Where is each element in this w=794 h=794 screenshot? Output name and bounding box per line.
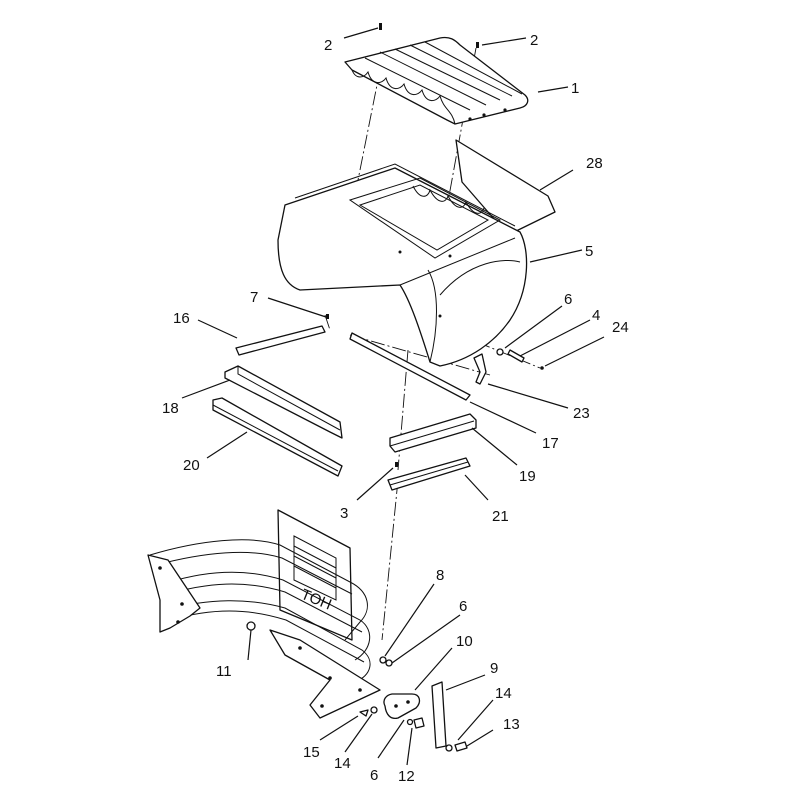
screw-part-2b xyxy=(476,42,479,48)
callout-6a: 6 xyxy=(564,291,572,308)
callout-7: 7 xyxy=(250,289,258,306)
angle-strip-part-18 xyxy=(224,365,343,439)
fastener-group-middle xyxy=(379,656,393,667)
callout-11: 11 xyxy=(216,663,232,680)
link-plate-part-10 xyxy=(383,693,421,720)
bar-part-9 xyxy=(431,681,447,749)
callout-18: 18 xyxy=(162,400,179,417)
callout-14a: 14 xyxy=(495,685,512,702)
callout-9: 9 xyxy=(490,660,498,677)
main-housing-part xyxy=(277,163,528,367)
pin-part-7 xyxy=(326,314,329,319)
strip-part-17 xyxy=(349,332,471,401)
callout-labels: 2 2 1 28 5 7 16 6 4 24 18 23 17 20 19 3 … xyxy=(162,32,629,785)
bracket-strip-part-19 xyxy=(389,413,477,453)
callout-3: 3 xyxy=(340,505,348,522)
callout-19: 19 xyxy=(519,468,536,485)
frame-assembly: TOH xyxy=(147,509,381,719)
fastener-group-lower xyxy=(359,706,468,752)
callout-14b: 14 xyxy=(334,755,351,772)
callout-5: 5 xyxy=(585,243,593,260)
top-screen-part xyxy=(344,36,529,125)
callout-2a: 2 xyxy=(324,37,332,54)
callout-20: 20 xyxy=(183,457,200,474)
callout-6b: 6 xyxy=(459,598,467,615)
callout-17: 17 xyxy=(542,435,559,452)
callout-2b: 2 xyxy=(530,32,538,49)
callout-6c: 6 xyxy=(370,767,378,784)
callout-4: 4 xyxy=(592,307,600,324)
callout-13: 13 xyxy=(503,716,520,733)
callout-23: 23 xyxy=(573,405,590,422)
callout-24: 24 xyxy=(612,319,629,336)
channel-strip-part-20 xyxy=(212,397,343,477)
leader-lines xyxy=(181,27,605,766)
callout-12: 12 xyxy=(398,768,415,785)
channel-strip-part-21 xyxy=(387,457,471,491)
callout-21: 21 xyxy=(492,508,509,525)
callout-8: 8 xyxy=(436,567,444,584)
callout-28: 28 xyxy=(586,155,603,172)
pin-part-3 xyxy=(395,462,398,467)
callout-15: 15 xyxy=(303,744,320,761)
nut-part-11 xyxy=(246,621,256,631)
callout-16: 16 xyxy=(173,310,190,327)
fastener-group-upper xyxy=(473,348,544,385)
screw-part-2a xyxy=(379,23,382,30)
strip-part-16 xyxy=(235,325,326,356)
deflector-plate-part xyxy=(455,139,556,236)
callout-1: 1 xyxy=(571,80,579,97)
callout-10: 10 xyxy=(456,633,473,650)
